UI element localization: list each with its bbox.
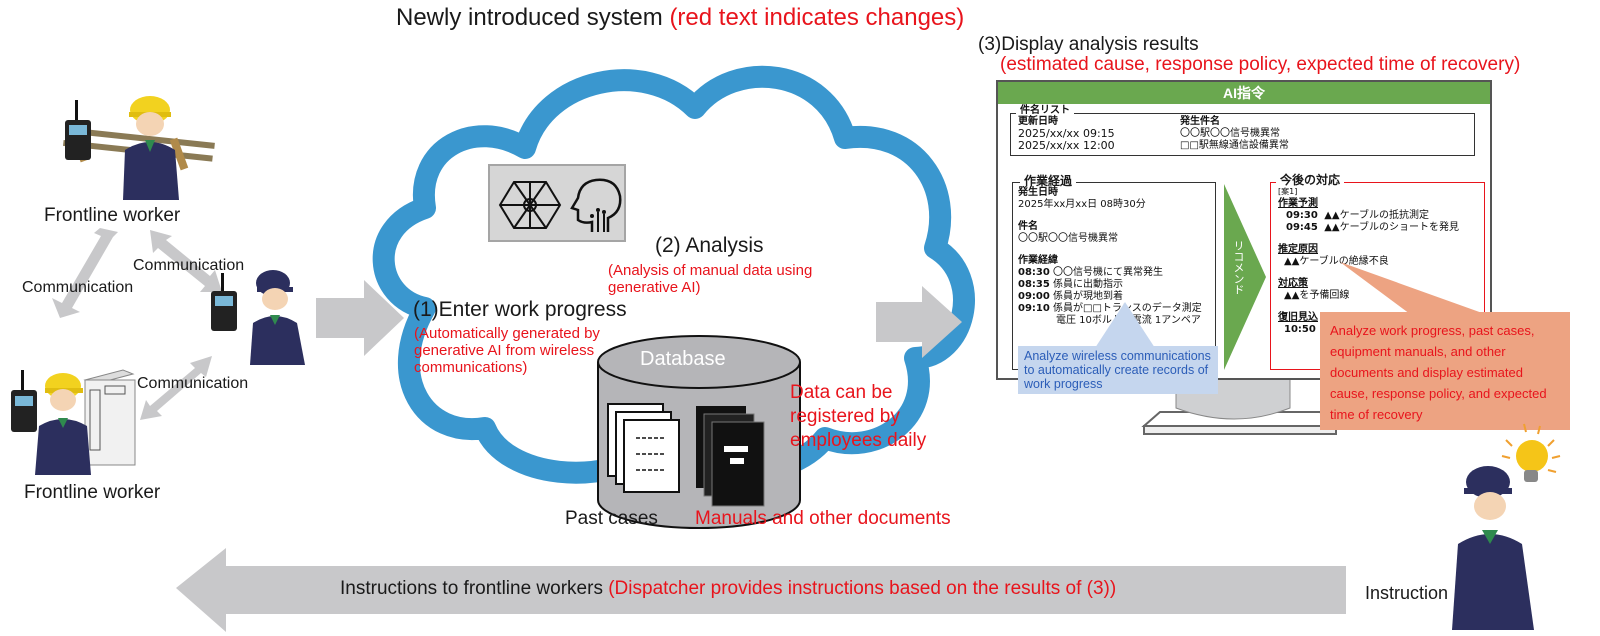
subject-value: 〇〇駅〇〇信号機異常 bbox=[1018, 233, 1118, 244]
title-main: Newly introduced system bbox=[396, 4, 663, 31]
log-label: 作業経緯 bbox=[1018, 255, 1058, 266]
future-response-body: [案1] 作業予測 09:30 ▲▲ケーブルの抵抗測定 09:45 ▲▲ケーブル… bbox=[1278, 186, 1483, 336]
step3-title: (3)Display analysis results bbox=[978, 34, 1199, 55]
recommend-arrow bbox=[1224, 184, 1266, 370]
comm-arrow-top-right bbox=[150, 230, 222, 292]
case-list-title: 件名リスト bbox=[1016, 105, 1074, 117]
col-incident-header: 発生件名 bbox=[1180, 116, 1220, 127]
case-row-1-incident[interactable]: 〇〇駅〇〇信号機異常 bbox=[1180, 128, 1280, 139]
log-entry: 09:00 係員が現地到着 bbox=[1018, 291, 1124, 302]
communication-arrows bbox=[52, 228, 222, 420]
radio-icon bbox=[11, 370, 37, 432]
cause-label: 推定原因 bbox=[1278, 244, 1318, 255]
step3-note: (estimated cause, response policy, expec… bbox=[1000, 54, 1521, 75]
log-entry: 08:30 〇〇信号機にて異常発生 bbox=[1018, 267, 1164, 278]
callout-blue-pointer bbox=[1095, 302, 1155, 348]
instruction-arrow-note: (Dispatcher provides instructions based … bbox=[608, 578, 1117, 599]
log-entry: 08:35 係員に出動指示 bbox=[1018, 279, 1124, 290]
dispatcher-worker-illustration bbox=[211, 270, 305, 365]
plan-label: 作業予測 bbox=[1278, 198, 1318, 209]
database-cylinder bbox=[597, 335, 801, 529]
recommend-label: リコメンド bbox=[1232, 240, 1245, 295]
frontline-worker-top-illustration bbox=[63, 96, 215, 200]
communication-label-top-right: Communication bbox=[133, 257, 245, 274]
communication-label-bottom-right: Communication bbox=[137, 375, 249, 392]
case-list-col-incident: 発生件名 bbox=[1180, 116, 1220, 128]
manuals-binders-icon bbox=[696, 406, 765, 507]
database-label: Database bbox=[640, 348, 726, 370]
worker-figure bbox=[1452, 466, 1534, 630]
comm-arrow-left bbox=[52, 228, 118, 318]
case-row-2-incident[interactable]: □□駅無線通信設備異常 bbox=[1180, 140, 1289, 151]
instruction-arrow-text: Instructions to frontline workers (Dispa… bbox=[340, 578, 1116, 600]
worker-figure bbox=[250, 270, 305, 365]
step1-title: (1)Enter work progress bbox=[413, 298, 627, 321]
step1-note: (Automatically generated by generative A… bbox=[414, 325, 600, 376]
arrow-into-cloud bbox=[316, 280, 404, 356]
comm-arrow-bottom-right bbox=[140, 356, 212, 420]
callout-orange-pointer bbox=[1340, 262, 1485, 314]
neural-network-icon bbox=[498, 181, 562, 229]
worker-figure bbox=[35, 373, 91, 475]
radio-icon bbox=[211, 273, 237, 331]
occurred-label: 発生日時 bbox=[1018, 187, 1058, 198]
recovery-label: 復旧見込 bbox=[1278, 312, 1318, 323]
instruction-label: Instruction bbox=[1365, 583, 1449, 603]
plan-tag: [案1] bbox=[1278, 187, 1298, 196]
future-response-title: 今後の対応 bbox=[1276, 171, 1345, 188]
equipment-cabinet-icon bbox=[83, 369, 136, 466]
case-list-col-updated: 更新日時 bbox=[1018, 116, 1058, 128]
instruction-arrow-main: Instructions to frontline workers bbox=[340, 578, 603, 599]
manuals-label: Manuals and other documents bbox=[695, 508, 951, 529]
frontline-worker-bottom-illustration bbox=[11, 369, 136, 475]
measure-value: ▲▲を予備回線 bbox=[1284, 290, 1350, 301]
case-row-2-updated[interactable]: 2025/xx/xx 12:00 bbox=[1018, 139, 1115, 152]
cause-value: ▲▲ケーブルの絶縁不良 bbox=[1284, 256, 1389, 267]
recovery-value: 10:50 bbox=[1284, 324, 1316, 335]
past-cases-documents-icon bbox=[607, 403, 680, 493]
col-updated-header: 更新日時 bbox=[1018, 116, 1058, 127]
work-progress-title: 作業経過 bbox=[1020, 172, 1077, 189]
communication-label-left: Communication bbox=[22, 279, 134, 296]
lightbulb-icon bbox=[1501, 423, 1561, 482]
callout-analyze: Analyze work progress, past cases, equip… bbox=[1320, 312, 1570, 430]
ai-head-icon bbox=[570, 178, 622, 232]
diagram-title: Newly introduced system (red text indica… bbox=[396, 4, 964, 32]
subject-label: 件名 bbox=[1018, 221, 1038, 232]
dispatcher-illustration bbox=[1452, 423, 1561, 630]
worker-figure bbox=[123, 96, 179, 200]
ai-icon-box bbox=[488, 164, 626, 242]
frontline-worker-top-label: Frontline worker bbox=[44, 205, 181, 226]
step2-note: (Analysis of manual data using generativ… bbox=[608, 262, 813, 296]
monitor-header: AI指令 bbox=[998, 82, 1490, 104]
plan-entry: 09:30 ▲▲ケーブルの抵抗測定 bbox=[1286, 210, 1429, 221]
register-note: Data can be registered by employees dail… bbox=[790, 382, 927, 451]
radio-icon bbox=[65, 100, 91, 160]
plan-entry: 09:45 ▲▲ケーブルのショートを発見 bbox=[1286, 222, 1459, 233]
case-list-panel bbox=[1010, 113, 1475, 156]
measure-label: 対応策 bbox=[1278, 278, 1308, 289]
past-cases-label: Past cases bbox=[565, 508, 658, 529]
instruction-arrow bbox=[176, 548, 1346, 632]
case-row-1-updated[interactable]: 2025/xx/xx 09:15 bbox=[1018, 127, 1115, 140]
occurred-value: 2025年xx月xx日 08時30分 bbox=[1018, 199, 1146, 210]
frontline-worker-bottom-label: Frontline worker bbox=[24, 482, 161, 503]
step2-title: (2) Analysis bbox=[655, 234, 764, 257]
callout-wireless: Analyze wireless communications to autom… bbox=[1018, 346, 1218, 394]
title-note: (red text indicates changes) bbox=[669, 4, 965, 31]
arrow-to-monitor bbox=[876, 286, 962, 358]
